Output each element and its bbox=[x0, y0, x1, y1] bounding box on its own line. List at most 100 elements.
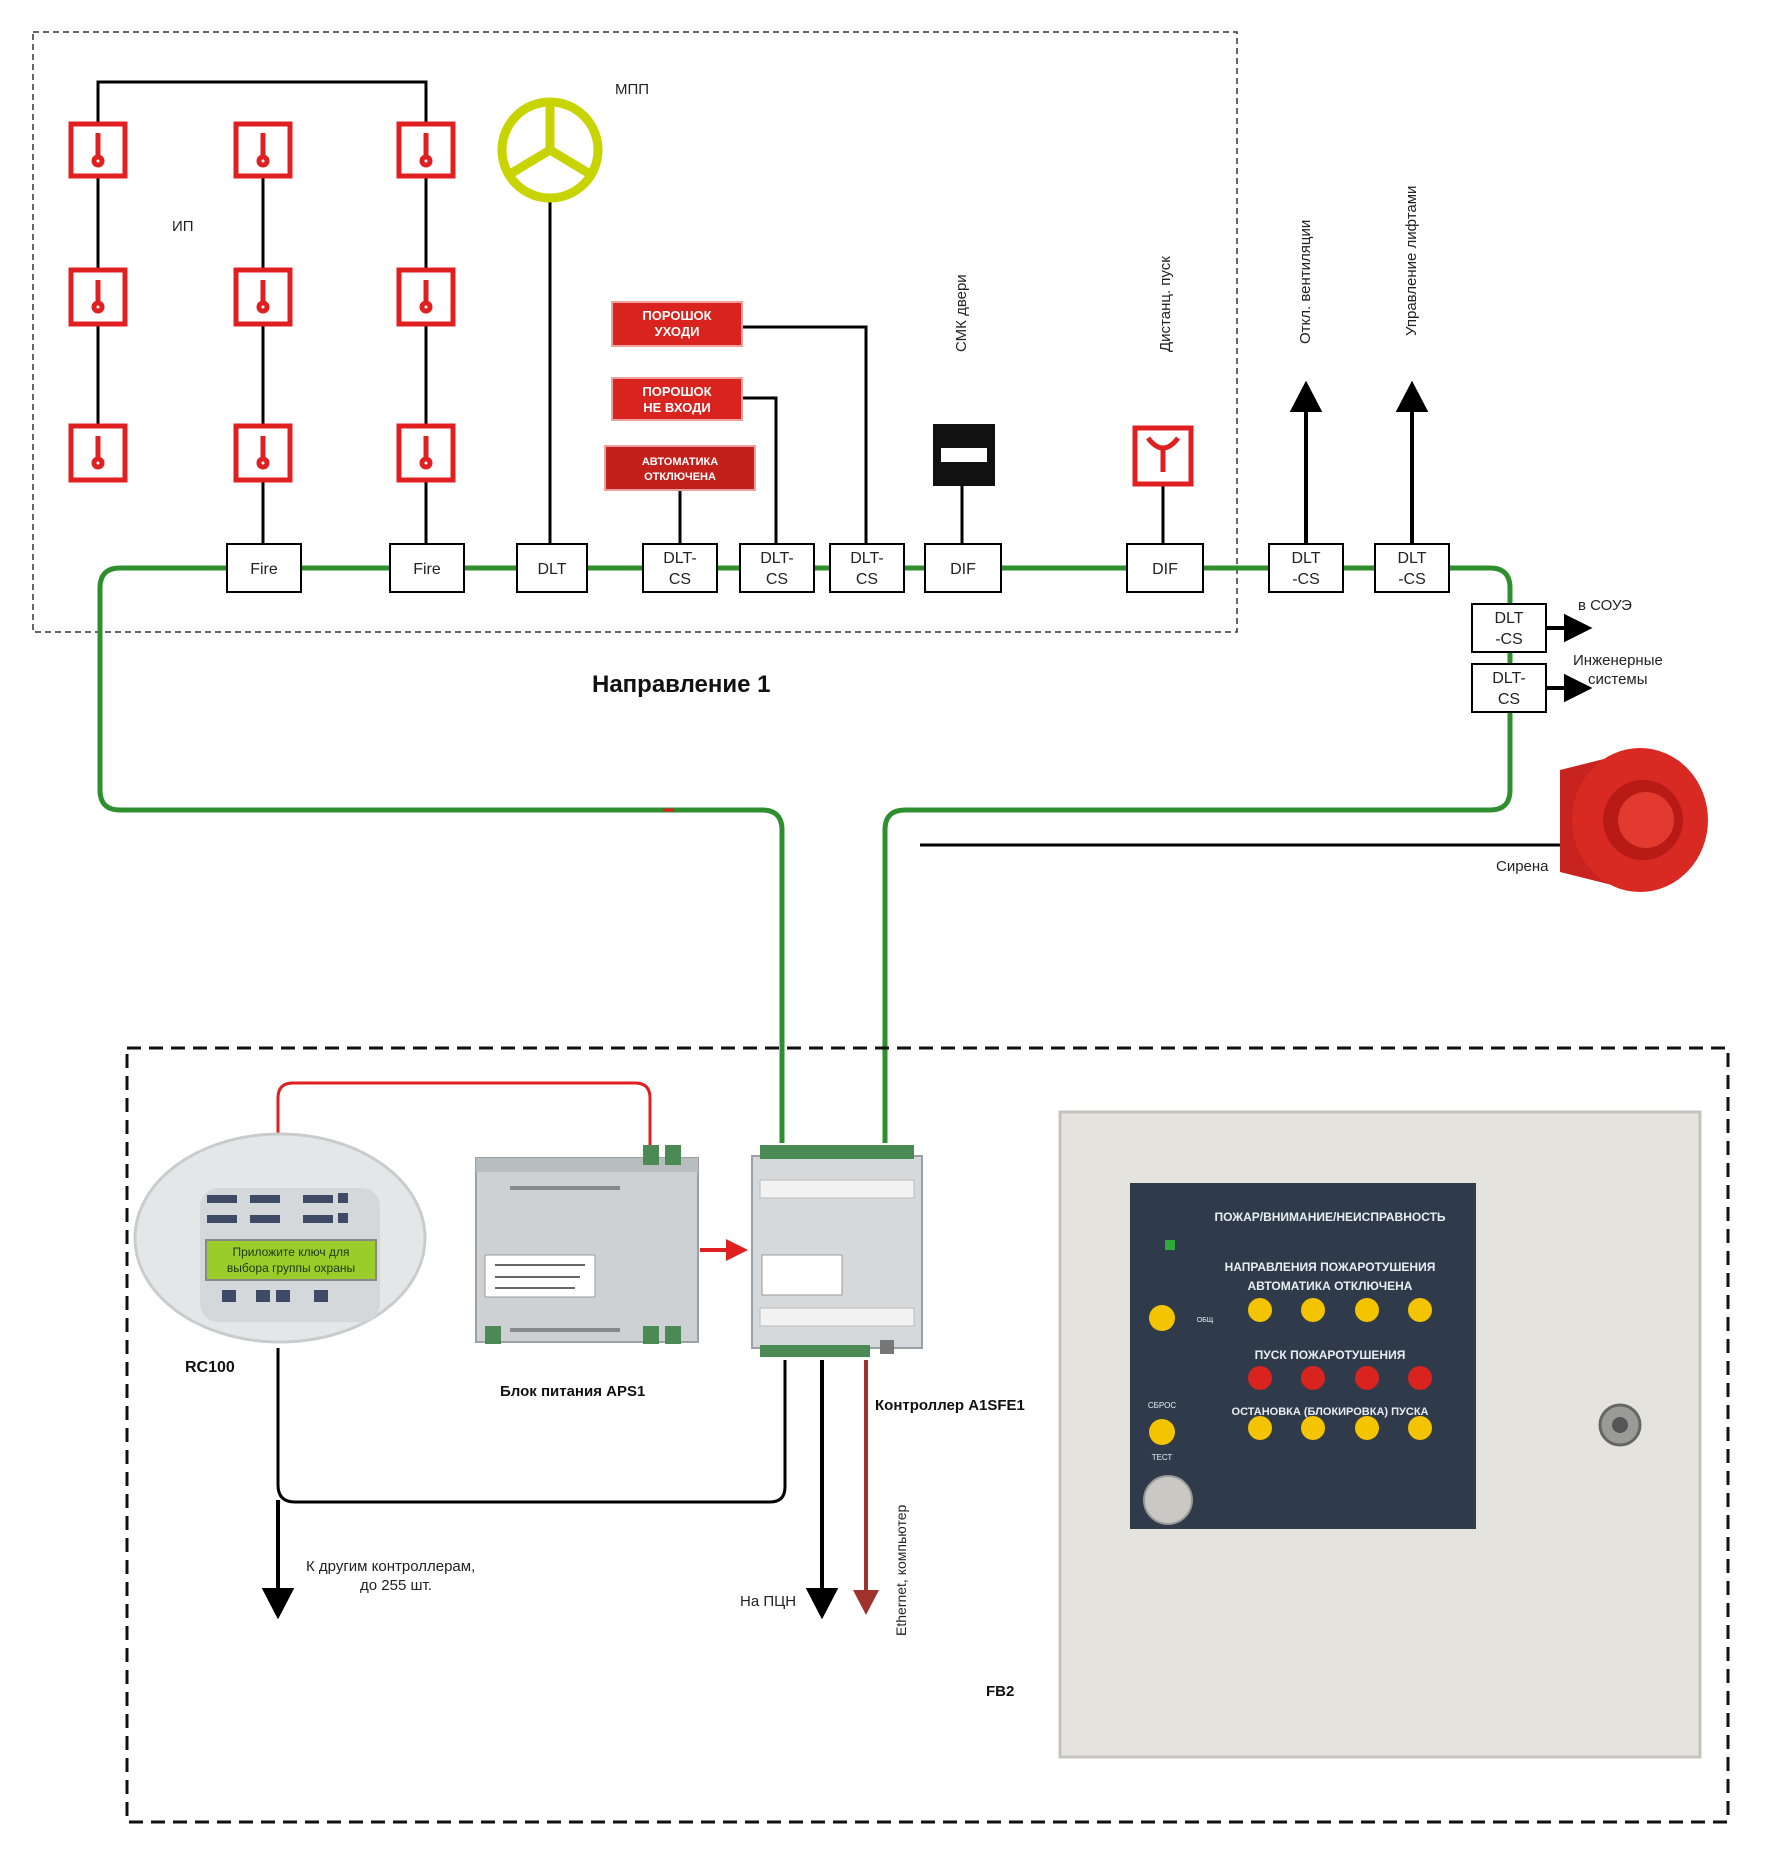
detector-icon bbox=[68, 423, 128, 483]
svg-text:ПУСК ПОЖАРОТУШЕНИЯ: ПУСК ПОЖАРОТУШЕНИЯ bbox=[1255, 1348, 1406, 1362]
fire-panel bbox=[1130, 1183, 1476, 1529]
aps1-device bbox=[475, 1145, 699, 1344]
siren-icon bbox=[1560, 748, 1708, 892]
svg-text:НЕ ВХОДИ: НЕ ВХОДИ bbox=[643, 400, 710, 415]
remote-start-button-icon bbox=[1132, 425, 1194, 487]
fb2-label: FB2 bbox=[986, 1683, 1014, 1700]
svg-text:CS: CS bbox=[766, 571, 788, 588]
door-label: СМК двери bbox=[953, 274, 970, 352]
svg-text:ТЕСТ: ТЕСТ bbox=[1152, 1453, 1173, 1462]
bus-modules: Fire Fire DLT DLT-CS DLT-CS DLT-CS DIF D… bbox=[226, 543, 1547, 713]
fire-module: Fire bbox=[389, 543, 465, 593]
power-wire bbox=[276, 1081, 652, 1150]
svg-text:DLT: DLT bbox=[1291, 550, 1320, 567]
dltcs-module: DLT -CS bbox=[1268, 543, 1344, 593]
aps1-label: Блок питания APS1 bbox=[500, 1383, 645, 1400]
svg-text:ПОРОШОК: ПОРОШОК bbox=[642, 308, 711, 323]
other-controllers-label: до 255 шт. bbox=[360, 1577, 432, 1594]
svg-text:НАПРАВЛЕНИЯ ПОЖАРОТУШЕНИЯ: НАПРАВЛЕНИЯ ПОЖАРОТУШЕНИЯ bbox=[1225, 1260, 1436, 1274]
cabinet-boundary bbox=[125, 1046, 1730, 1824]
svg-text:DLT: DLT bbox=[1494, 610, 1523, 627]
detector-icon bbox=[68, 267, 128, 327]
engineering-label: Инженерные bbox=[1573, 652, 1663, 669]
dltcs-module: DLT- CS bbox=[642, 543, 718, 593]
controller-label: Контроллер A1SFE1 bbox=[875, 1397, 1025, 1414]
detector-icon bbox=[396, 121, 456, 179]
svg-text:УХОДИ: УХОДИ bbox=[655, 324, 700, 339]
svg-text:DIF: DIF bbox=[950, 561, 976, 578]
dltcs-module: DLT -CS bbox=[1471, 603, 1547, 653]
dltcs-module: DLT- CS bbox=[739, 543, 815, 593]
sign-no-enter: ПОРОШОК НЕ ВХОДИ bbox=[611, 377, 743, 421]
svg-text:выбора группы охраны: выбора группы охраны bbox=[227, 1261, 355, 1275]
svg-text:ОСТАНОВКА (БЛОКИРОВКА) ПУСКА: ОСТАНОВКА (БЛОКИРОВКА) ПУСКА bbox=[1232, 1406, 1429, 1418]
svg-text:ПОРОШОК: ПОРОШОК bbox=[642, 384, 711, 399]
rc100-label: RC100 bbox=[185, 1359, 235, 1376]
elevators-label: Управление лифтами bbox=[1403, 186, 1420, 336]
svg-text:-CS: -CS bbox=[1495, 631, 1523, 648]
bus-line bbox=[97, 565, 1513, 1143]
output-arrow bbox=[261, 1360, 839, 1620]
sign-leave: ПОРОШОК УХОДИ bbox=[611, 301, 743, 347]
rc100-device: Приложите ключ для выбора группы охраны bbox=[133, 1132, 427, 1344]
ethernet-arrow bbox=[853, 1360, 879, 1615]
svg-text:Fire: Fire bbox=[250, 561, 278, 578]
ethernet-label: Ethernet, компьютер bbox=[893, 1504, 909, 1636]
direction-boundary bbox=[32, 31, 1238, 633]
svg-text:DLT-: DLT- bbox=[850, 550, 883, 567]
dlt-module: DLT bbox=[516, 543, 588, 593]
ventilation-label: Откл. вентиляции bbox=[1297, 220, 1314, 344]
detector-icon bbox=[396, 423, 456, 483]
direction-title: Направление 1 bbox=[592, 671, 771, 698]
svg-text:DLT-: DLT- bbox=[663, 550, 696, 567]
output-arrow bbox=[1289, 380, 1429, 545]
rs485-wire bbox=[276, 1348, 787, 1504]
detector-icon bbox=[233, 423, 293, 483]
output-arrow bbox=[1546, 613, 1593, 703]
remote-start-label: Дистанц. пуск bbox=[1157, 256, 1174, 352]
svg-text:ПОЖАР/ВНИМАНИЕ/НЕИСПРАВНОСТЬ: ПОЖАР/ВНИМАНИЕ/НЕИСПРАВНОСТЬ bbox=[1214, 1210, 1445, 1224]
sign-auto-off: АВТОМАТИКА ОТКЛЮЧЕНА bbox=[604, 445, 756, 491]
engineering-label: системы bbox=[1588, 671, 1648, 688]
soue-label: в СОУЭ bbox=[1578, 597, 1632, 614]
dif-module: DIF bbox=[1126, 543, 1204, 593]
svg-text:АВТОМАТИКА ОТКЛЮЧЕНА: АВТОМАТИКА ОТКЛЮЧЕНА bbox=[1248, 1279, 1413, 1293]
svg-text:DLT: DLT bbox=[537, 561, 566, 578]
svg-text:CS: CS bbox=[1498, 691, 1520, 708]
detector-loop bbox=[96, 80, 1165, 545]
svg-text:DLT-: DLT- bbox=[760, 550, 793, 567]
svg-text:Приложите ключ для: Приложите ключ для bbox=[233, 1245, 350, 1259]
key-reader-icon bbox=[1143, 1475, 1193, 1525]
detector-icon bbox=[233, 121, 293, 179]
dltcs-module: DLT- CS bbox=[829, 543, 905, 593]
rc100-screen bbox=[205, 1239, 377, 1281]
svg-text:DLT-: DLT- bbox=[1492, 670, 1525, 687]
pcn-label: На ПЦН bbox=[740, 1593, 796, 1610]
detector-icon bbox=[233, 267, 293, 327]
detectors-label: ИП bbox=[172, 218, 194, 235]
svg-text:-CS: -CS bbox=[1292, 571, 1320, 588]
powder-module-icon bbox=[497, 97, 603, 203]
door-contact-icon bbox=[933, 424, 995, 486]
dltcs-module: DLT -CS bbox=[1374, 543, 1450, 593]
detector-icon bbox=[68, 121, 128, 179]
svg-text:DLT: DLT bbox=[1397, 550, 1426, 567]
other-controllers-label: К другим контроллерам, bbox=[306, 1558, 475, 1575]
svg-text:АВТОМАТИКА: АВТОМАТИКА bbox=[642, 456, 718, 468]
svg-text:Fire: Fire bbox=[413, 561, 441, 578]
power-arrow bbox=[700, 1239, 748, 1261]
svg-text:СБРОС: СБРОС bbox=[1148, 1401, 1176, 1410]
dltcs-module: DLT- CS bbox=[1471, 663, 1547, 713]
svg-text:DIF: DIF bbox=[1152, 561, 1178, 578]
svg-text:CS: CS bbox=[669, 571, 691, 588]
controller-device bbox=[751, 1145, 923, 1357]
dif-module: DIF bbox=[924, 543, 1002, 593]
svg-text:ОБЩ: ОБЩ bbox=[1197, 1317, 1214, 1324]
detector-icon bbox=[396, 267, 456, 327]
svg-text:CS: CS bbox=[856, 571, 878, 588]
smoke-detector-grid bbox=[68, 121, 456, 483]
svg-text:-CS: -CS bbox=[1398, 571, 1426, 588]
svg-text:ОТКЛЮЧЕНА: ОТКЛЮЧЕНА bbox=[644, 471, 716, 483]
fire-module: Fire bbox=[226, 543, 302, 593]
